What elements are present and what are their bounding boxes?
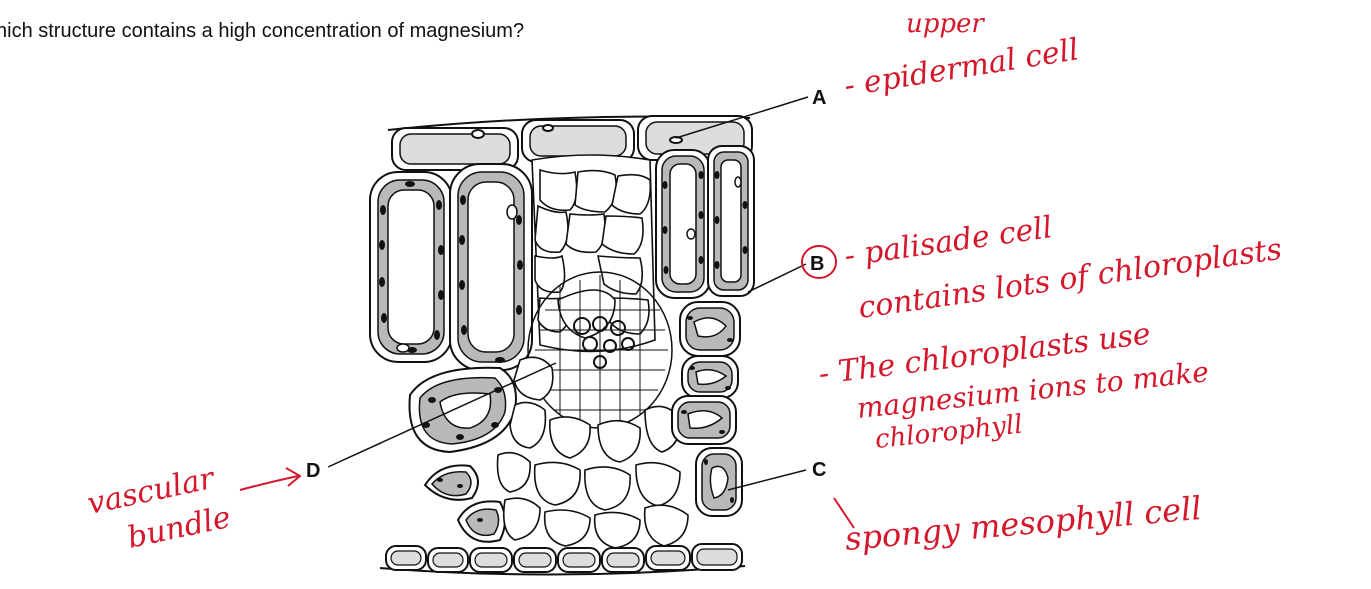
label-a: A	[812, 87, 826, 109]
label-d: D	[306, 460, 320, 482]
right-spongy-cells	[672, 302, 742, 516]
label-b: B	[810, 253, 824, 275]
annotation-palisade: - palisade cell	[842, 210, 1054, 274]
label-c: C	[812, 459, 826, 481]
lower-epidermis	[380, 544, 745, 575]
lower-spongy-tissue	[498, 357, 689, 548]
annotation-epidermal: - epidermal cell	[842, 32, 1081, 104]
annotation-spongy: spongy mesophyll cell	[843, 489, 1203, 558]
annotation-upper: upper	[906, 9, 985, 39]
arrow-shaft	[240, 476, 298, 490]
